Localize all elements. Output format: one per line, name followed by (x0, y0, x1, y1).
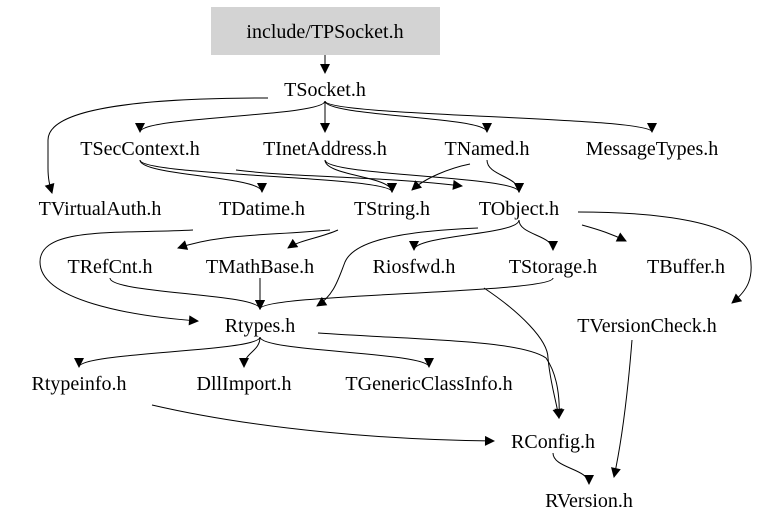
edge-tstorage-to-rconfig (483, 287, 563, 419)
edge-tobject-to-tversioncheck (577, 211, 752, 304)
node-label-rversion: RVersion.h (545, 490, 633, 512)
node-label-tbuffer: TBuffer.h (647, 256, 725, 278)
edge-tstorage-to-rtypes (255, 277, 554, 310)
node-tsocket[interactable]: TSocket.h (284, 79, 366, 101)
nodes-layer: include/TPSocket.hTSocket.hTSecContext.h… (32, 7, 725, 512)
node-tgenericclassinfo[interactable]: TGenericClassInfo.h (345, 373, 512, 395)
edge-tseccontext-to-tobject (235, 169, 463, 190)
node-label-rtypeinfo: Rtypeinfo.h (32, 373, 127, 395)
node-rtypeinfo[interactable]: Rtypeinfo.h (32, 373, 127, 395)
node-tvirtualauth[interactable]: TVirtualAuth.h (39, 198, 162, 220)
root-node-box (211, 7, 440, 55)
node-label-tgenericclassinfo: TGenericClassInfo.h (345, 373, 512, 395)
node-trefcnt[interactable]: TRefCnt.h (68, 256, 153, 278)
node-riosfwd[interactable]: Riosfwd.h (373, 256, 456, 278)
node-dllimport[interactable]: DllImport.h (197, 373, 292, 395)
edge-tstring-to-tmathbase (287, 229, 339, 249)
node-tnamed[interactable]: TNamed.h (445, 138, 530, 160)
edge-rtypeinfo-to-rconfig (151, 404, 495, 446)
node-tstring[interactable]: TString.h (354, 198, 430, 220)
edge-rconfig-to-rversion (552, 452, 594, 485)
node-tbuffer[interactable]: TBuffer.h (647, 256, 725, 278)
edge-tobject-to-tbuffer (581, 224, 627, 242)
node-tmathbase[interactable]: TMathBase.h (206, 256, 314, 278)
node-label-tpsocket: include/TPSocket.h (246, 21, 403, 43)
node-messagetypes[interactable]: MessageTypes.h (586, 138, 718, 160)
node-label-tobject: TObject.h (479, 198, 559, 220)
edge-rtypes-to-dllimport (239, 336, 261, 368)
edge-rtypes-to-rtypeinfo (74, 336, 261, 368)
node-label-tsocket: TSocket.h (284, 79, 366, 101)
node-label-rconfig: RConfig.h (511, 431, 595, 453)
edge-tobject-to-riosfwd (409, 219, 520, 251)
node-label-riosfwd: Riosfwd.h (373, 256, 456, 278)
node-rconfig[interactable]: RConfig.h (511, 431, 595, 453)
node-label-messagetypes: MessageTypes.h (586, 138, 718, 160)
node-rtypes[interactable]: Rtypes.h (225, 315, 296, 337)
node-label-tversioncheck: TVersionCheck.h (577, 315, 716, 337)
node-label-dllimport: DllImport.h (197, 373, 292, 395)
edge-tobject-to-rtypes (316, 227, 479, 307)
node-tpsocket[interactable]: include/TPSocket.h (211, 7, 440, 55)
edge-rtypes-to-rconfig (317, 332, 565, 419)
node-tseccontext[interactable]: TSecContext.h (80, 138, 199, 160)
node-tobject[interactable]: TObject.h (479, 198, 559, 220)
node-label-tinetaddress: TInetAddress.h (263, 138, 387, 160)
node-tversioncheck[interactable]: TVersionCheck.h (577, 315, 716, 337)
node-tinetaddress[interactable]: TInetAddress.h (263, 138, 387, 160)
node-label-tvirtualauth: TVirtualAuth.h (39, 198, 162, 220)
edge-tversioncheck-to-rversion (611, 339, 633, 478)
edge-tseccontext-to-tdatime (139, 159, 267, 193)
node-label-trefcnt: TRefCnt.h (68, 256, 153, 278)
edge-tsocket-to-tseccontext (135, 100, 326, 133)
edge-tsocket-to-messagetypes (324, 100, 657, 133)
node-label-tnamed: TNamed.h (445, 138, 530, 160)
edge-tdatime-to-rtypes (39, 229, 199, 326)
edge-tobject-to-tstorage (518, 219, 558, 251)
node-tstorage[interactable]: TStorage.h (509, 256, 597, 278)
edge-rtypes-to-tgenericclassinfo (259, 336, 434, 368)
edge-tinetaddress-to-tobject (324, 159, 524, 193)
node-label-tseccontext: TSecContext.h (80, 138, 199, 160)
edge-tsocket-to-tnamed (324, 100, 492, 133)
edge-tnamed-to-tstring (411, 163, 471, 191)
edge-tseccontext-to-tstring (139, 159, 397, 193)
node-tdatime[interactable]: TDatime.h (219, 198, 305, 220)
node-label-rtypes: Rtypes.h (225, 315, 296, 337)
node-label-tstring: TString.h (354, 198, 430, 220)
edge-trefcnt-to-rtypes (109, 277, 265, 310)
node-label-tdatime: TDatime.h (219, 198, 305, 220)
edge-tstring-to-trefcnt (177, 229, 331, 250)
edges-layer (39, 43, 752, 485)
node-label-tstorage: TStorage.h (509, 256, 597, 278)
node-rversion[interactable]: RVersion.h (545, 490, 633, 512)
edge-tnamed-to-tobject (486, 159, 524, 193)
node-label-tmathbase: TMathBase.h (206, 256, 314, 278)
edge-tsocket-to-tvirtualauth (44, 97, 269, 194)
edge-tinetaddress-to-tstring (324, 159, 397, 193)
